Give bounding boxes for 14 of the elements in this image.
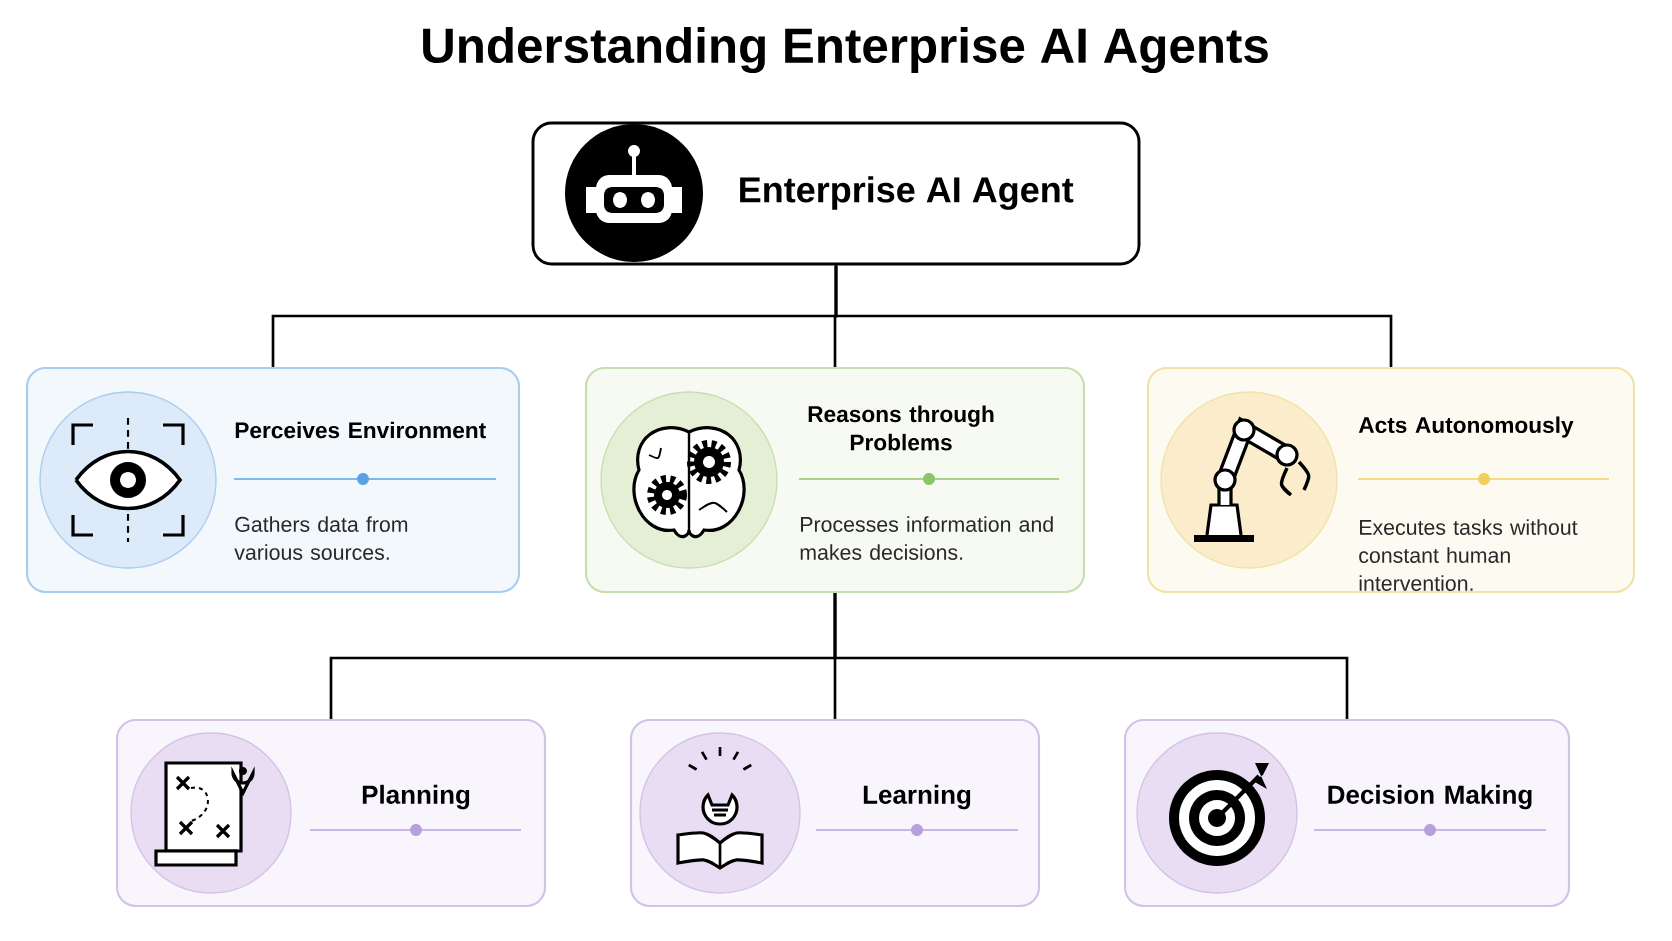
card-title: Perceives Environment [235,421,486,439]
card-title: Acts Autonomously [1358,416,1574,438]
card-description: Executes tasks without constant human intervention. [1359,519,1578,591]
card-description: Processes information and makes decisions. [800,516,1053,560]
card-description: Gathers data from various sources. [234,516,408,560]
card-title: Planning [362,784,470,810]
title: Understanding Enterprise AI Agents [423,26,1268,74]
card-title: Reasons through Problems [808,405,994,451]
card-title: Learning [863,784,971,810]
root-box [531,121,1141,266]
card-title: Decision Making [1328,784,1532,810]
connector-line [833,593,1349,719]
root-title: Enterprise AI Agent [740,176,1074,210]
connector-line [834,265,1393,367]
